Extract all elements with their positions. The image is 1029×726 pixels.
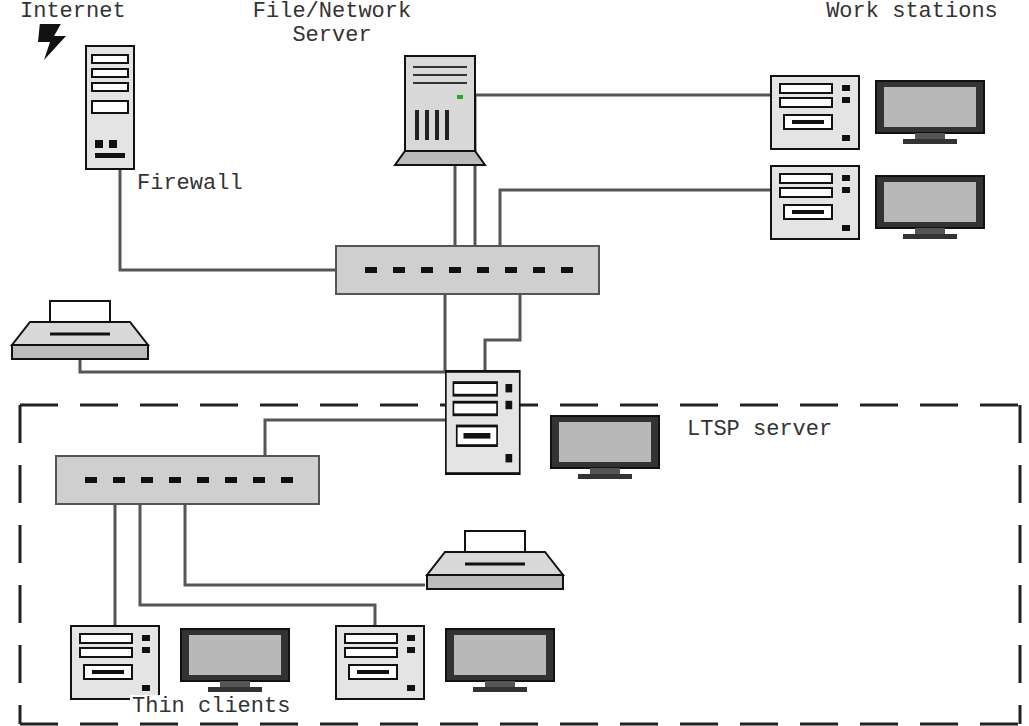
workstation-monitor — [876, 81, 984, 144]
network-cables — [80, 95, 770, 625]
network-hub — [336, 246, 599, 294]
printer — [12, 301, 148, 359]
network-label: Internet — [18, 0, 128, 24]
device-name: Thin clients — [130, 695, 292, 719]
device-name: LTSP server — [685, 418, 839, 442]
thin-client-monitor — [181, 629, 289, 692]
device-label: Work stations — [810, 0, 1014, 24]
thin-client-computer — [71, 626, 159, 699]
device-label: LTSP server — [685, 418, 839, 442]
thin-client-computer — [336, 626, 424, 699]
workstation-monitor — [876, 176, 984, 239]
file-server — [395, 56, 485, 165]
ltsp-monitor — [551, 416, 659, 479]
workstation-computer — [771, 166, 859, 239]
device-label: File/Network Server — [215, 0, 449, 48]
ltsp-server-computer — [446, 371, 520, 473]
printer — [427, 531, 563, 589]
device-label: Firewall — [135, 172, 245, 196]
device-name: Firewall — [135, 172, 245, 196]
device-name: File/Network Server — [215, 0, 449, 48]
device-name: Work stations — [810, 0, 1014, 24]
network-hub — [56, 456, 319, 504]
device-label: Thin clients — [130, 695, 292, 719]
internet-lightning — [38, 22, 66, 60]
firewall-computer — [86, 46, 134, 169]
thin-client-monitor — [446, 629, 554, 692]
workstation-computer — [771, 76, 859, 149]
